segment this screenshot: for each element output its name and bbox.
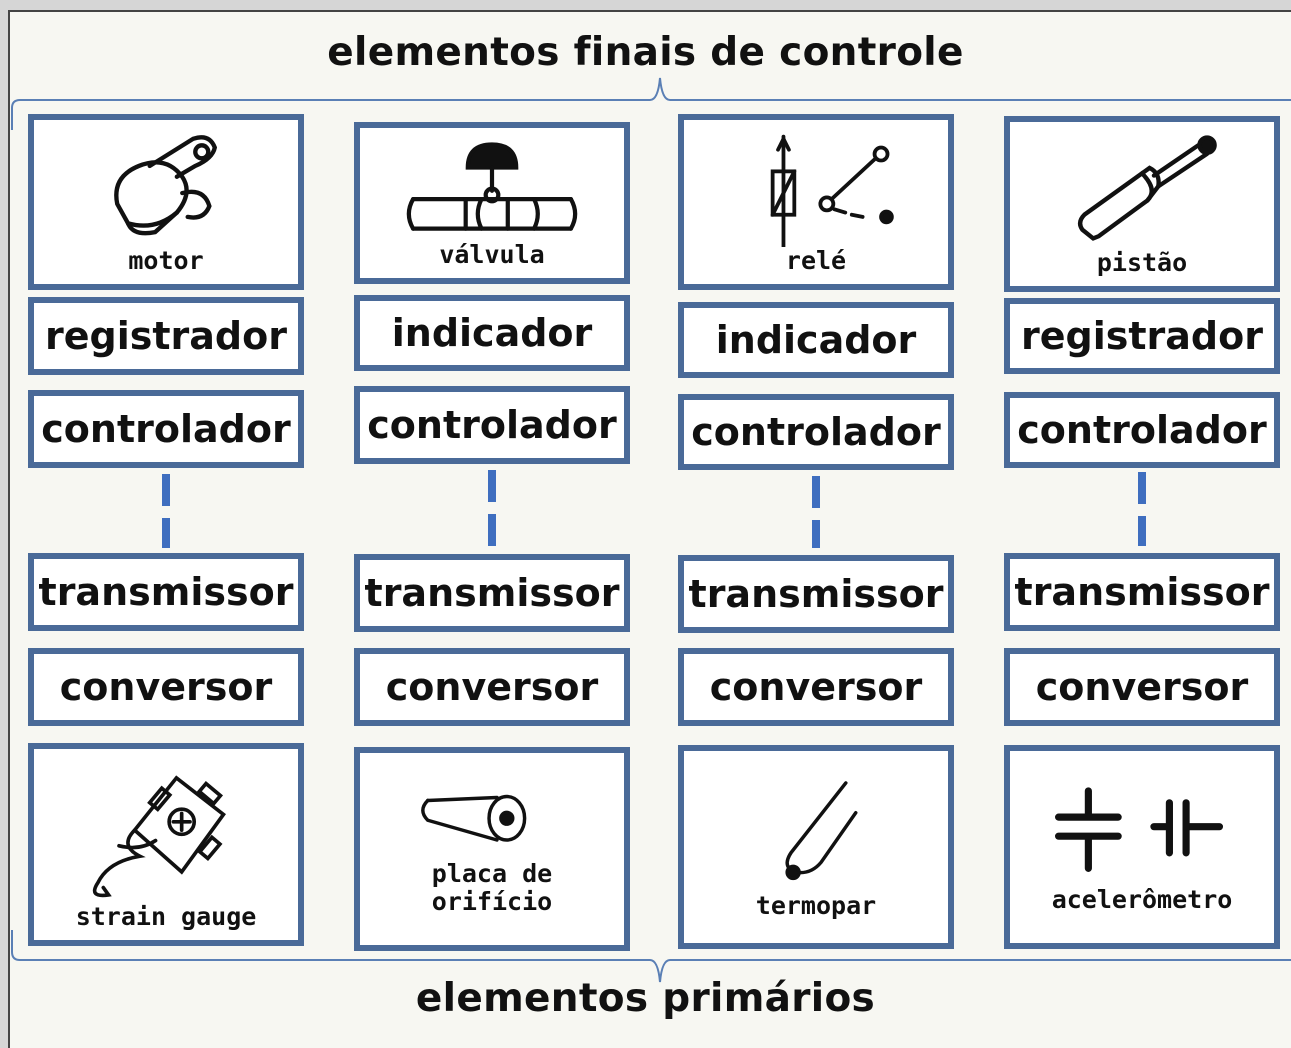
primary-element-picture: placa de orifício [408, 781, 576, 917]
transmitter-box: transmissor [678, 555, 954, 633]
relay-icon [770, 134, 894, 248]
final-element-picture: válvula [382, 136, 602, 270]
transmitter-box: transmissor [1004, 553, 1280, 631]
primary-element-caption: acelerômetro [1051, 885, 1233, 915]
converter-box: conversor [678, 648, 954, 726]
controller-box: controlador [678, 394, 954, 470]
dashed-link [488, 470, 496, 546]
top-label: elementos finais de controle [327, 30, 964, 75]
primary-element-caption: strain gauge [75, 902, 257, 932]
primary-element-picture: strain gauge [56, 757, 276, 932]
primary-element-box: strain gauge [28, 743, 304, 946]
final-element-caption: motor [128, 246, 204, 276]
converter-box: conversor [28, 648, 304, 726]
top-brace [11, 77, 1291, 130]
primary-element-box: termopar [678, 745, 954, 949]
final-element-box: pistão [1004, 116, 1280, 292]
transmitter-box: transmissor [28, 553, 304, 631]
dashed-link [812, 476, 820, 548]
dashed-link [1138, 472, 1146, 546]
final-element-caption: pistão [1096, 248, 1188, 278]
primary-element-caption: placa de orifício [431, 858, 553, 917]
primary-element-caption: termopar [755, 891, 877, 921]
final-element-box: relé [678, 114, 954, 290]
final-element-caption: válvula [439, 240, 545, 270]
final-element-picture: pistão [1032, 130, 1252, 278]
controller-box: controlador [1004, 392, 1280, 468]
final-element-box: válvula [354, 122, 630, 284]
motor-icon [114, 135, 218, 236]
device-box: registrador [28, 297, 304, 375]
primary-element-picture: termopar [728, 773, 904, 921]
primary-element-picture: acelerômetro [1036, 779, 1248, 915]
final-element-box: motor [28, 114, 304, 290]
orifice-plate-icon [421, 794, 527, 842]
transmitter-box: transmissor [354, 554, 630, 632]
dashed-link [162, 474, 170, 548]
final-element-picture: relé [706, 128, 926, 276]
bottom-brace [11, 930, 1291, 983]
accelerometer-icon [1055, 787, 1224, 872]
controller-box: controlador [354, 386, 630, 464]
device-box: indicador [354, 295, 630, 371]
bottom-label: elementos primários [415, 976, 876, 1021]
controller-box: controlador [28, 390, 304, 468]
primary-element-box: placa de orifício [354, 747, 630, 951]
device-box: indicador [678, 302, 954, 378]
strain-gauge-icon [92, 775, 226, 898]
converter-box: conversor [1004, 648, 1280, 726]
valve-icon [406, 142, 578, 231]
primary-element-box: acelerômetro [1004, 745, 1280, 949]
final-element-caption: relé [785, 246, 847, 276]
final-element-picture: motor [56, 128, 276, 276]
piston-icon [1077, 135, 1217, 241]
converter-box: conversor [354, 648, 630, 726]
device-box: registrador [1004, 298, 1280, 374]
thermocouple-icon [785, 781, 858, 881]
